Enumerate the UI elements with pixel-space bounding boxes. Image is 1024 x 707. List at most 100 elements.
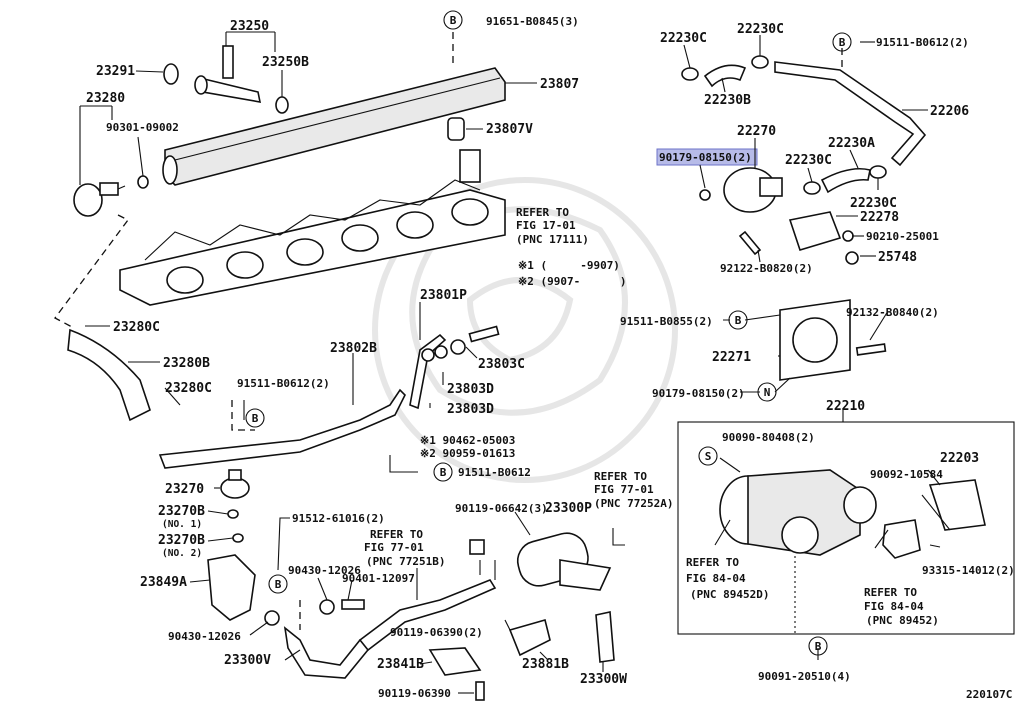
label-23803d-2: 23803D [447,402,494,417]
label-22230b: 22230B [704,93,751,108]
circle-b-7: B [815,640,822,653]
sensor-89452 [882,519,921,559]
gasket-23803d-1 [421,348,435,362]
label-91651: 91651-B0845(3) [486,15,579,28]
gasket-90430a [264,610,280,626]
pulsation-damper [220,469,250,499]
circle-b-4: B [275,578,282,591]
circle-n: N [764,386,771,399]
highlight-90179-08150 [656,148,758,166]
label-23280: 23280 [86,91,125,106]
label-90179-08150-b: 90179-08150(2) [652,387,745,400]
fuel-pipe-23801p [409,333,447,410]
gasket-90210 [842,230,854,242]
label-23807: 23807 [540,77,579,92]
union-bolt-90401 [341,599,365,610]
label-22230a: 22230A [828,136,875,151]
label-90959: ※2 90959-01613 [420,447,515,460]
nut-90179 [699,189,711,201]
pipe-22206 [774,61,927,167]
label-23250b: 23250B [262,55,309,70]
label-90092: 90092-10584 [870,468,943,481]
label-23841b: 23841B [377,657,424,672]
label-90462: ※1 90462-05003 [420,434,515,447]
label-23270b-1: 23270B [158,504,205,519]
bolt-23801p [468,325,500,343]
hose-22230b [703,64,747,88]
circle-b-6: B [735,314,742,327]
bracket-23881b [508,619,551,657]
label-91512: 91512-61016(2) [292,512,385,525]
label-23803c: 23803C [478,357,525,372]
label-fig-7701-b: FIG 77-01 [594,483,654,496]
label-90091: 90091-20510(4) [758,670,851,683]
label-90119-c: 90119-06390 [378,687,451,700]
injector [194,45,262,103]
label-23250: 23250 [230,19,269,34]
fuel-rail [162,67,506,186]
label-90210: 90210-25001 [866,230,939,243]
clamp-22230c-2 [751,55,769,69]
gasket-23270b-1 [227,509,239,519]
label-23807v: 23807V [486,122,533,137]
o-ring-90301 [137,175,149,189]
label-23300p: 23300P [545,501,592,516]
label-91511-b0612-c: 91511-B0612(2) [876,36,969,49]
label-23300v: 23300V [224,653,271,668]
label-23270b-2: 23270B [158,533,205,548]
idle-air-valve-22270 [723,167,783,213]
label-22230c-1: 22230C [660,31,707,46]
label-refer-1701: REFER TO [516,206,569,219]
label-23280c-2: 23280C [165,381,212,396]
label-91511-b0855: 91511-B0855(2) [620,315,713,328]
fuel-tube-23802b [158,388,406,469]
clamp-22230c-1 [681,67,699,81]
bolt-90119a [469,539,485,555]
label-refer-8404-a: REFER TO [686,556,739,569]
union-23803c [450,339,466,355]
gasket-90430b [319,599,335,615]
spacer-23807v [447,117,465,141]
clamp-23841b [428,647,482,676]
clamp-22230c-3 [803,181,821,195]
label-92122: 92122-B0820(2) [720,262,813,275]
circle-b-5: B [839,36,846,49]
label-fig-8404-a: FIG 84-04 [686,572,746,585]
label-91511-b0612-a: 91511-B0612(2) [237,377,330,390]
label-90119-b: 90119-06390(2) [390,626,483,639]
label-note-2: ※2 (9907- ) [518,275,627,288]
label-pnc-77252a: (PNC 77252A) [594,497,673,510]
label-91511-b0612-b: 91511-B0612 [458,466,531,479]
vacuum-switch-22203 [928,479,986,531]
circled-symbols [245,10,852,656]
plug-25748 [845,251,859,265]
label-22271: 22271 [712,350,751,365]
bracket-23849a [207,554,256,621]
label-23801p: 23801P [420,288,467,303]
label-90119-a: 90119-06642(3) [455,502,548,515]
label-90430-b: 90430-12026 [288,564,361,577]
gasket-22271 [779,299,851,381]
bolt-90119c [475,681,485,701]
gasket-23270b-2 [232,533,244,543]
label-90179-08150-a: 90179-08150(2) [659,151,752,164]
label-25748: 25748 [878,250,917,265]
label-23881b: 23881B [522,657,569,672]
hose-23280b [67,328,151,422]
fuel-filter [516,532,612,591]
gasket-23803d-2 [434,345,448,359]
label-23803d-1: 23803D [447,382,494,397]
label-note-1: ※1 ( -9907) [518,259,620,272]
label-pnc-77251b: (PNC 77251B) [366,555,445,568]
fuel-hose-23300v [283,626,374,679]
label-90430-a: 90430-12026 [168,630,241,643]
label-refer-8404-b: REFER TO [864,586,917,599]
label-22278: 22278 [860,210,899,225]
throttle-body-box [677,421,1015,635]
label-23280b: 23280B [163,356,210,371]
stud-92122 [738,230,762,256]
hose-22230a [820,167,871,194]
label-pnc-89452d: (PNC 89452D) [690,588,769,601]
label-22230c-4: 22230C [850,196,897,211]
